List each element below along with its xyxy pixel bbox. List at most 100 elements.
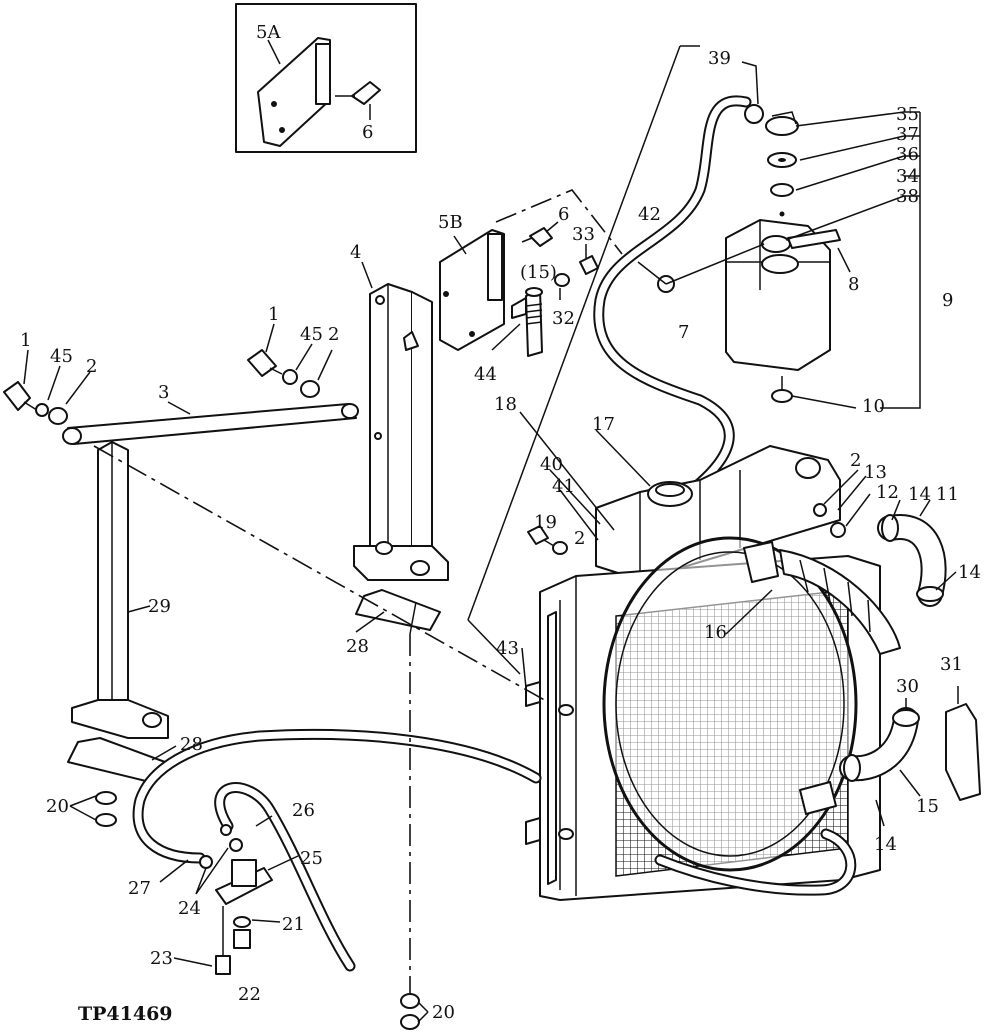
callout-11: 11 <box>936 484 959 505</box>
washer-21 <box>233 916 251 928</box>
callout-10: 10 <box>862 396 885 417</box>
drain-10 <box>771 389 793 403</box>
bolt-1a <box>3 381 31 411</box>
callout-4: 4 <box>350 242 361 263</box>
callout-14c: 14 <box>874 834 897 855</box>
bracket-4 <box>353 283 449 631</box>
callout-35: 35 <box>896 104 919 125</box>
drain-valve-25 <box>199 824 273 975</box>
callout-8: 8 <box>848 274 859 295</box>
clamp-30 <box>892 709 920 727</box>
washer-2a <box>48 407 68 425</box>
nut-20a <box>95 791 117 805</box>
callout-38: 38 <box>896 186 919 207</box>
callout-15p: (15) <box>520 262 557 283</box>
shim-28-mid <box>355 589 441 631</box>
callout-24: 24 <box>178 898 201 919</box>
callout-5a: 5A <box>256 22 281 43</box>
callout-45a: 45 <box>50 346 73 367</box>
callout-19: 19 <box>534 512 557 533</box>
callout-12: 12 <box>876 482 899 503</box>
washer-45a <box>35 403 49 417</box>
callout-17: 17 <box>592 414 615 435</box>
callout-3: 3 <box>158 382 169 403</box>
callout-40: 40 <box>540 454 563 475</box>
support-29 <box>67 441 169 827</box>
clip-44 <box>511 297 527 319</box>
callout-2d: 2 <box>574 528 585 549</box>
plug-22 <box>233 929 251 949</box>
callout-2b: 2 <box>328 324 339 345</box>
callout-1a: 1 <box>20 330 31 351</box>
callout-28a: 28 <box>346 636 369 657</box>
washer-45b <box>282 369 298 385</box>
callout-21: 21 <box>282 914 305 935</box>
callout-29: 29 <box>148 596 171 617</box>
callout-2c: 2 <box>850 450 861 471</box>
callout-6b: 6 <box>558 204 569 225</box>
callout-44: 44 <box>474 364 497 385</box>
callout-28b: 28 <box>180 734 203 755</box>
callout-6a: 6 <box>362 122 373 143</box>
callout-39: 39 <box>708 48 731 69</box>
cap-stack <box>765 111 799 217</box>
callout-14b: 14 <box>958 562 981 583</box>
callout-41: 41 <box>552 476 575 497</box>
callout-25: 25 <box>300 848 323 869</box>
callout-1b: 1 <box>268 304 279 325</box>
guard-31 <box>945 703 981 801</box>
callout-27: 27 <box>128 878 151 899</box>
washer-13 <box>813 503 827 517</box>
callout-20a: 20 <box>46 796 69 817</box>
upper-hose-11 <box>813 503 947 607</box>
callout-30: 30 <box>896 676 919 697</box>
callout-26: 26 <box>292 800 315 821</box>
callout-14a: 14 <box>908 484 931 505</box>
callout-22: 22 <box>238 984 261 1005</box>
inset-5a <box>235 3 417 153</box>
bolt-1b <box>247 349 277 377</box>
lower-hose-15 <box>799 707 920 815</box>
bolt-6-inset <box>351 81 381 105</box>
callout-20b: 20 <box>432 1002 455 1023</box>
callout-31: 31 <box>940 654 963 675</box>
bolt-stack-mid <box>247 349 320 398</box>
bolt-33 <box>579 255 599 275</box>
callout-16: 16 <box>704 622 727 643</box>
radiator-assembly <box>525 445 901 901</box>
callout-2a: 2 <box>86 356 97 377</box>
callout-18: 18 <box>494 394 517 415</box>
bolt-stack-left <box>3 381 68 425</box>
callout-7: 7 <box>678 322 689 343</box>
callout-37: 37 <box>896 124 919 145</box>
nut-20b <box>95 813 117 827</box>
clamp-39 <box>744 104 764 124</box>
rod-3 <box>62 403 359 445</box>
callout-15: 15 <box>916 796 939 817</box>
washer-32 <box>554 273 570 287</box>
bracket-5b <box>439 229 505 351</box>
figure-code: TP41469 <box>78 1003 173 1025</box>
reservoir-9 <box>725 219 841 403</box>
bolt-19-assy <box>527 525 568 555</box>
leader-lines <box>23 39 959 1023</box>
bracket-5a-flange <box>315 43 331 105</box>
callout-9: 9 <box>942 290 953 311</box>
callout-labels: 1 45 2 3 1 45 2 4 5A 6 5B 6 33 (15) 32 4… <box>20 22 981 1025</box>
callout-42: 42 <box>638 204 661 225</box>
callout-36: 36 <box>896 144 919 165</box>
fan-ring <box>602 536 858 872</box>
bolt-12 <box>830 522 846 538</box>
callout-32: 32 <box>552 308 575 329</box>
callout-5b: 5B <box>438 212 463 233</box>
callout-33: 33 <box>572 224 595 245</box>
callout-45b: 45 <box>300 324 323 345</box>
callout-34: 34 <box>896 166 919 187</box>
callout-43: 43 <box>496 638 519 659</box>
callout-23: 23 <box>150 948 173 969</box>
fitting-23 <box>215 955 231 975</box>
washer-2b <box>300 380 320 398</box>
bolt-8 <box>787 229 841 249</box>
